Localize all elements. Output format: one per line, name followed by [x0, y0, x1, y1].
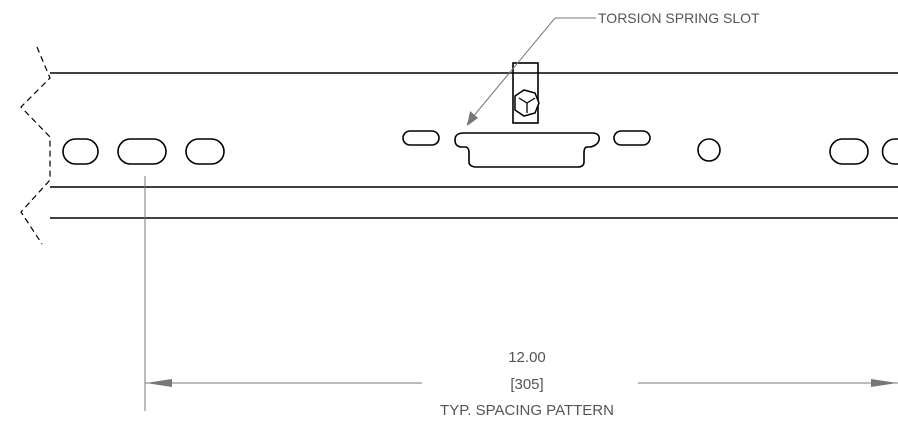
dimension-arrowhead-left: [146, 379, 172, 387]
bracket-plate: [512, 62, 539, 124]
callout-leader: [466, 17, 596, 125]
small-slot: [402, 130, 440, 146]
oval-slot: [117, 138, 167, 165]
dimension-arrowhead-right: [871, 379, 897, 387]
callout-arrowhead: [467, 111, 478, 126]
round-hole: [697, 138, 721, 162]
small-slot: [613, 130, 651, 146]
callout: TORSION SPRING SLOT: [466, 10, 760, 126]
break-line: [20, 46, 51, 245]
torsion-spring-slot: [454, 132, 601, 168]
bolt-bracket: [512, 62, 540, 124]
dimension-note: TYP. SPACING PATTERN: [440, 402, 614, 419]
mounting-holes: [62, 130, 898, 165]
oval-slot-partial: [881, 138, 898, 165]
dimension-metric: [305]: [510, 376, 543, 393]
callout-label: TORSION SPRING SLOT: [598, 10, 760, 26]
oval-slot: [829, 138, 869, 165]
spacing-dimension: 12.00 [305] TYP. SPACING PATTERN: [144, 176, 898, 419]
rail: [50, 72, 898, 219]
bolt-head-mark: [518, 97, 536, 113]
dimension-value: 12.00: [508, 349, 546, 366]
oval-slot: [185, 138, 225, 165]
oval-slot: [62, 138, 99, 165]
